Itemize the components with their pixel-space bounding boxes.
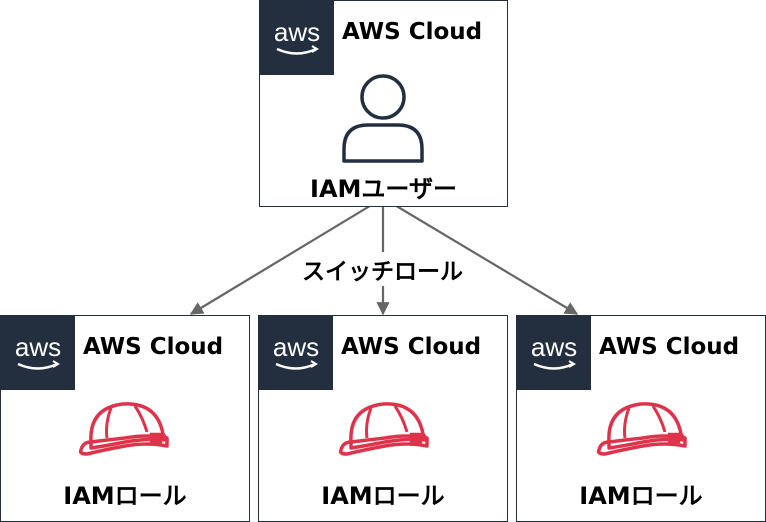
aws-cloud-target-account-2: aws AWS Cloud IAMロール	[258, 315, 508, 522]
switch-role-label: スイッチロール	[300, 252, 465, 286]
iam-user-icon	[342, 74, 424, 163]
iam-role-label: IAMロール	[579, 482, 703, 510]
aws-logo-text: aws	[274, 17, 320, 47]
iam-role-label: IAMロール	[63, 482, 187, 510]
cloud-title: AWS Cloud	[341, 334, 482, 360]
aws-logo-icon: aws	[259, 316, 333, 390]
aws-logo-text: aws	[15, 332, 61, 362]
cloud-title: AWS Cloud	[599, 334, 740, 360]
aws-cloud-target-account-1: aws AWS Cloud IAMロール	[0, 315, 250, 522]
arrow-to-account-1	[189, 197, 384, 315]
iam-role-helmet-icon	[596, 402, 687, 456]
aws-cloud-user-account: aws AWS Cloud IAMユーザー	[259, 0, 508, 207]
iam-role-label: IAMロール	[321, 482, 445, 510]
iam-role-helmet-icon	[338, 402, 429, 456]
aws-logo-icon: aws	[260, 1, 334, 75]
arrow-to-account-3	[382, 197, 579, 315]
aws-cloud-target-account-3: aws AWS Cloud IAMロール	[516, 315, 766, 522]
cloud-title: AWS Cloud	[342, 19, 483, 45]
iam-role-helmet-icon	[78, 402, 169, 456]
aws-logo-icon: aws	[517, 316, 591, 390]
aws-logo-text: aws	[273, 332, 319, 362]
iam-user-label: IAMユーザー	[310, 175, 457, 203]
cloud-title: AWS Cloud	[83, 334, 224, 360]
aws-logo-text: aws	[531, 332, 577, 362]
aws-logo-icon: aws	[1, 316, 75, 390]
